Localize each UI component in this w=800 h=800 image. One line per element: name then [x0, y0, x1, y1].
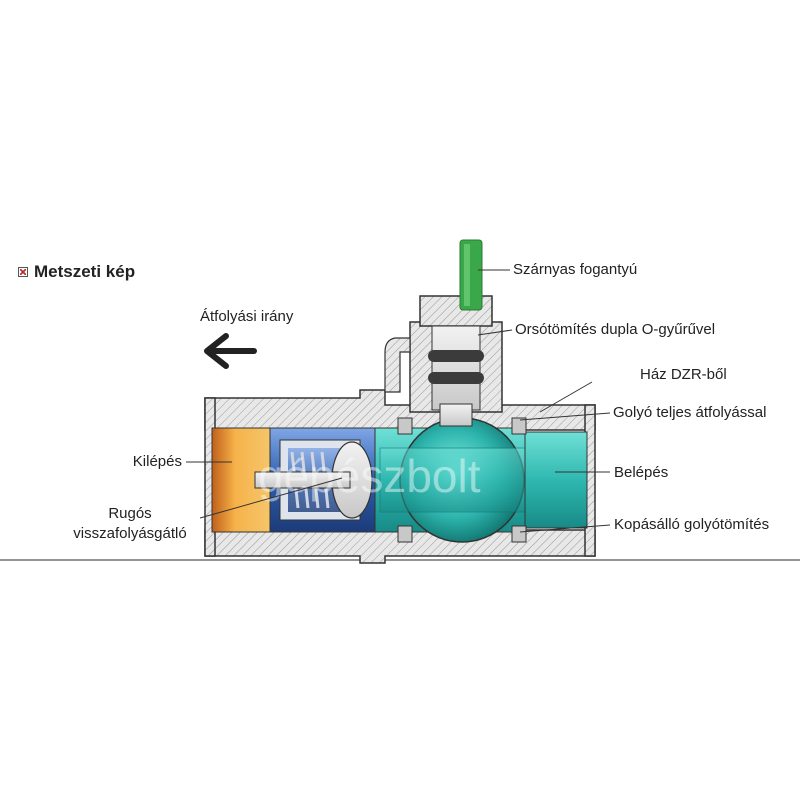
label-ball-seal: Kopásálló golyótömítés: [614, 516, 770, 533]
label-inlet: Belépés: [614, 464, 669, 481]
label-body: Ház DZR-ből: [640, 366, 727, 383]
ball-seal-top-left: [397, 417, 413, 435]
ball-seal-top-right: [511, 417, 527, 435]
label-check-valve-line1: Rugós: [108, 505, 152, 522]
label-handle: Szárnyas fogantyú: [513, 261, 638, 278]
ball-seal-bottom-left: [397, 525, 413, 543]
leader-lines: [186, 269, 611, 533]
o-ring-lower: [428, 372, 484, 384]
left-arrow-icon: [204, 333, 257, 369]
checkbox-icon: [18, 267, 28, 277]
label-ball: Golyó teljes átfolyással: [613, 404, 767, 421]
title-text: Metszeti kép: [34, 262, 136, 281]
stem-housing: [384, 295, 503, 427]
check-valve: [254, 427, 376, 533]
watermark: gépészbolt: [258, 450, 481, 502]
handle: [459, 239, 483, 311]
label-check-valve-line2: visszafolyásgátló: [73, 525, 187, 542]
diagram-title: Metszeti kép: [18, 262, 135, 282]
label-outlet: Kilépés: [132, 453, 182, 470]
o-ring-upper: [428, 350, 484, 362]
ball-chamber: [374, 417, 546, 543]
inlet-chamber: [524, 431, 588, 529]
valve-body: [204, 389, 596, 564]
ball-seal-bottom-right: [511, 525, 527, 543]
flow-direction-label: Átfolyási irány: [200, 308, 294, 325]
label-stem-seal: Orsótömítés dupla O-gyűrűvel: [515, 321, 716, 338]
